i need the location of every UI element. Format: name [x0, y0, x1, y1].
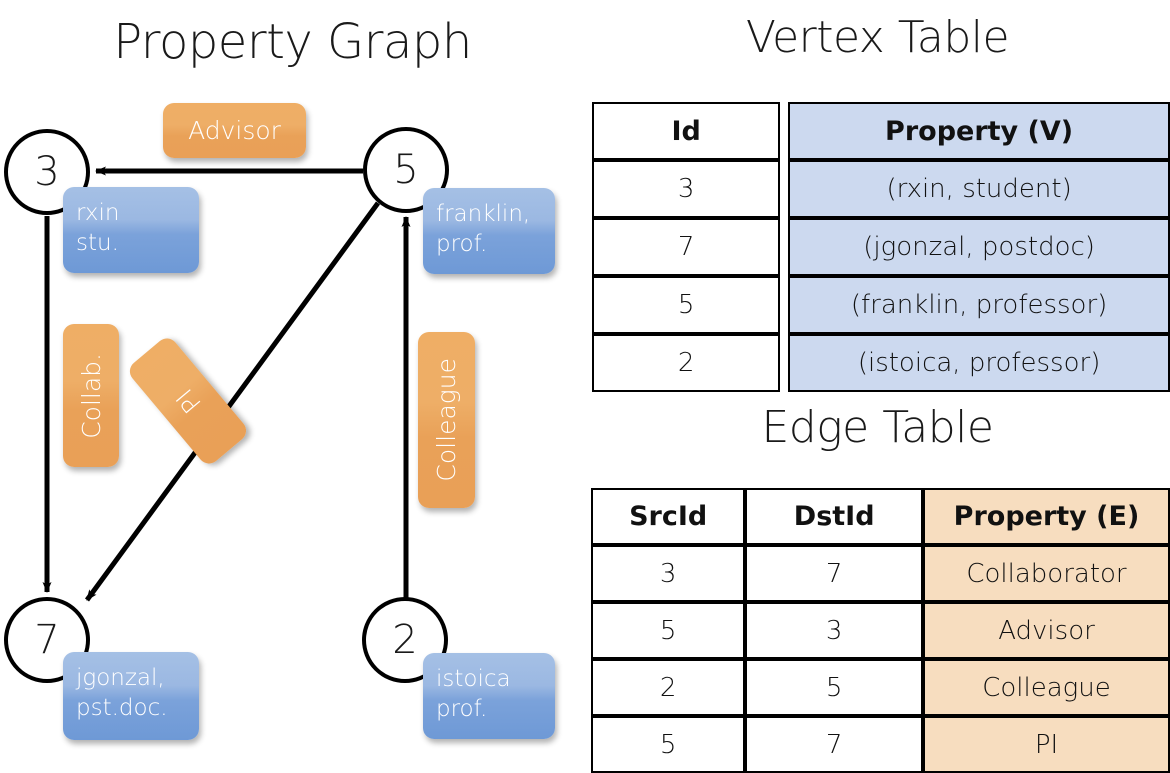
- edge-header-dstid: DstId: [745, 488, 923, 545]
- vertex-header-property: Property (V): [788, 102, 1170, 160]
- edge-line-5-to-7: [84, 201, 381, 602]
- column-gap: [780, 334, 788, 392]
- table-row: 5 7 PI: [591, 716, 1170, 773]
- edge-label-text: Collab.: [76, 352, 106, 439]
- edge-cell-srcid: 5: [591, 602, 746, 659]
- table-row: 2 (istoica, professor): [592, 334, 1170, 392]
- table-row: 2 5 Colleague: [591, 659, 1170, 716]
- column-gap: [780, 102, 788, 160]
- vertex-property-box-5[interactable]: franklin, prof.: [423, 188, 555, 274]
- edge-label-box-advisor[interactable]: Advisor: [163, 103, 306, 158]
- page-title-property-graph: Property Graph: [113, 14, 472, 70]
- vertex-cell-property: (jgonzal, postdoc): [788, 218, 1170, 276]
- vertex-node-2[interactable]: 2: [362, 597, 448, 683]
- vertex-property-line-1: rxin: [76, 200, 120, 226]
- edge-label-box-colleague[interactable]: Colleague: [418, 332, 475, 508]
- edge-header-property: Property (E): [923, 488, 1170, 545]
- vertex-cell-property: (franklin, professor): [788, 276, 1170, 334]
- edge-cell-srcid: 5: [591, 716, 746, 773]
- vertex-property-line-2: stu.: [76, 230, 119, 257]
- vertex-property-box-2[interactable]: istoica prof.: [423, 653, 555, 739]
- table-row: 7 (jgonzal, postdoc): [592, 218, 1170, 276]
- vertex-cell-id: 2: [592, 334, 781, 392]
- page-title-vertex-table: Vertex Table: [745, 12, 1010, 63]
- table-row: 3 7 Collaborator: [591, 545, 1170, 602]
- edge-cell-property: Advisor: [923, 602, 1170, 659]
- vertex-cell-id: 3: [592, 160, 781, 218]
- edge-label-text: Advisor: [188, 116, 281, 145]
- edge-label-box-collab[interactable]: Collab.: [63, 324, 119, 467]
- table-row: 5 3 Advisor: [591, 602, 1170, 659]
- edge-cell-dstid: 3: [745, 602, 923, 659]
- table-row: 5 (franklin, professor): [592, 276, 1170, 334]
- vertex-cell-property: (istoica, professor): [788, 334, 1170, 392]
- edge-cell-dstid: 5: [745, 659, 923, 716]
- edge-cell-srcid: 2: [591, 659, 746, 716]
- vertex-node-5[interactable]: 5: [363, 127, 449, 213]
- edge-cell-property: PI: [923, 716, 1170, 773]
- table-header-row: SrcId DstId Property (E): [591, 488, 1170, 545]
- vertex-cell-id: 7: [592, 218, 781, 276]
- edge-label-text: Colleague: [432, 358, 461, 482]
- edge-header-srcid: SrcId: [591, 488, 746, 545]
- vertex-property-line-1: jgonzal,: [76, 665, 165, 691]
- edge-cell-property: Colleague: [923, 659, 1170, 716]
- edge-cell-srcid: 3: [591, 545, 746, 602]
- graph-edge-lines: [42, 166, 411, 602]
- edge-table: SrcId DstId Property (E) 3 7 Collaborato…: [591, 488, 1170, 773]
- vertex-property-line-2: prof.: [436, 231, 488, 258]
- edge-cell-dstid: 7: [745, 716, 923, 773]
- edge-cell-property: Collaborator: [923, 545, 1170, 602]
- vertex-cell-id: 5: [592, 276, 781, 334]
- table-row: 3 (rxin, student): [592, 160, 1170, 218]
- vertex-cell-property: (rxin, student): [788, 160, 1170, 218]
- page-title-edge-table: Edge Table: [761, 402, 994, 453]
- property-graph-diagram: 3 5 7 2 rxin stu. franklin, prof. jgonza…: [0, 0, 585, 760]
- vertex-property-box-3[interactable]: rxin stu.: [63, 187, 199, 273]
- vertex-header-id: Id: [592, 102, 781, 160]
- edge-label-text: PI: [169, 383, 207, 419]
- vertex-property-line-1: istoica: [436, 666, 511, 692]
- vertex-table: Id Property (V) 3 (rxin, student) 7 (jgo…: [592, 102, 1170, 392]
- column-gap: [780, 160, 788, 218]
- column-gap: [780, 276, 788, 334]
- vertex-property-line-2: pst.doc.: [76, 695, 168, 722]
- table-header-row: Id Property (V): [592, 102, 1170, 160]
- vertex-property-line-2: prof.: [436, 696, 488, 723]
- vertex-property-box-7[interactable]: jgonzal, pst.doc.: [63, 652, 199, 740]
- vertex-property-line-1: franklin,: [436, 201, 531, 227]
- edge-cell-dstid: 7: [745, 545, 923, 602]
- column-gap: [780, 218, 788, 276]
